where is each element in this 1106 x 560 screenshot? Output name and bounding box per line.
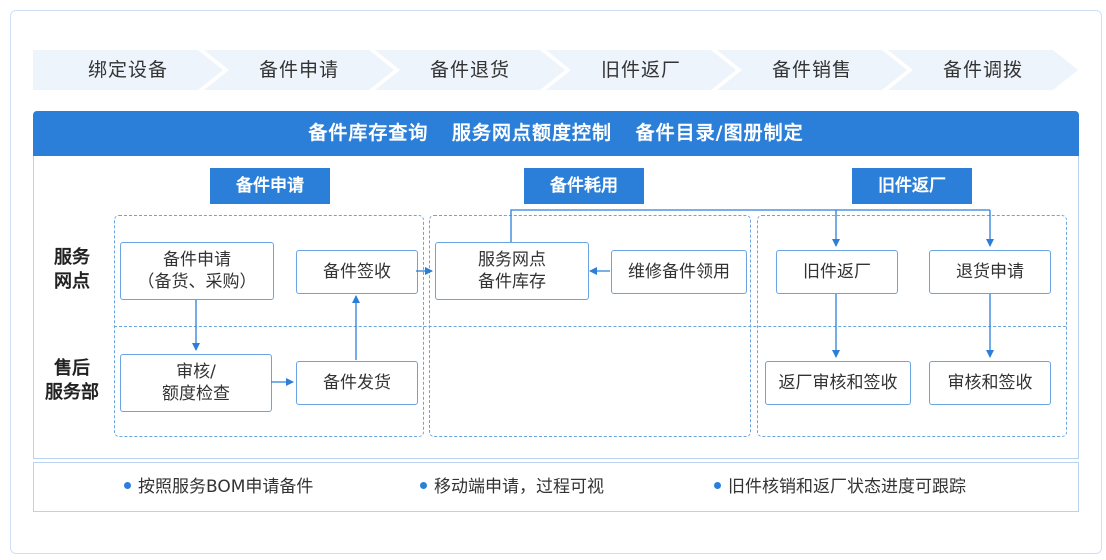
- process-step-label: 备件申请: [258, 59, 339, 81]
- footer-feature: 按照服务BOM申请备件: [124, 463, 313, 511]
- node-factory-review-sign: 返厂审核和签收: [765, 361, 911, 405]
- process-step: 备件申请: [204, 50, 394, 90]
- section-tag-apply: 备件申请: [210, 168, 330, 204]
- process-step-label: 旧件返厂: [600, 59, 681, 81]
- process-step: 备件调拨: [888, 50, 1078, 90]
- section-tag-return: 旧件返厂: [852, 168, 972, 204]
- process-steps: 绑定设备 备件申请 备件退货 旧件返厂 备件销售 备件调拨: [33, 50, 1079, 90]
- process-step-label: 备件退货: [429, 59, 510, 81]
- row-label-service-point: 服务 网点: [54, 247, 90, 292]
- bullet-icon: [714, 481, 721, 489]
- node-apply-request: 备件申请 （备货、采购）: [120, 242, 274, 300]
- node-ship-parts: 备件发货: [296, 361, 418, 405]
- process-step-label: 备件调拨: [942, 59, 1023, 81]
- row-divider: [114, 326, 1066, 327]
- feature-header: 备件库存查询 服务网点额度控制 备件目录/图册制定: [33, 111, 1079, 156]
- section-tag-consume: 备件耗用: [524, 168, 644, 204]
- node-repair-use: 维修备件领用: [611, 250, 747, 294]
- node-old-return: 旧件返厂: [776, 250, 898, 294]
- process-step-label: 备件销售: [771, 59, 852, 81]
- header-item: 备件目录/图册制定: [635, 122, 804, 144]
- footer-feature: 旧件核销和返厂状态进度可跟踪: [714, 463, 966, 511]
- process-step: 绑定设备: [33, 50, 223, 90]
- node-review-quota: 审核/ 额度检查: [120, 354, 272, 412]
- node-review-sign: 审核和签收: [929, 361, 1051, 405]
- node-outlet-stock: 服务网点 备件库存: [435, 242, 589, 300]
- feature-footer: 按照服务BOM申请备件 移动端申请，过程可视 旧件核销和返厂状态进度可跟踪: [33, 462, 1079, 512]
- node-sign-receive: 备件签收: [296, 250, 418, 294]
- arrow-stock-to-return-bracket: [510, 209, 990, 242]
- bullet-icon: [124, 481, 131, 489]
- process-step: 旧件返厂: [546, 50, 736, 90]
- process-step-label: 绑定设备: [87, 59, 168, 81]
- process-step: 备件退货: [375, 50, 565, 90]
- node-return-request: 退货申请: [929, 250, 1051, 294]
- row-label-after-sales: 售后 服务部: [45, 358, 99, 403]
- bullet-icon: [420, 481, 427, 489]
- process-step: 备件销售: [717, 50, 907, 90]
- header-item: 服务网点额度控制: [452, 122, 613, 144]
- header-item: 备件库存查询: [308, 122, 429, 144]
- footer-feature: 移动端申请，过程可视: [420, 463, 604, 511]
